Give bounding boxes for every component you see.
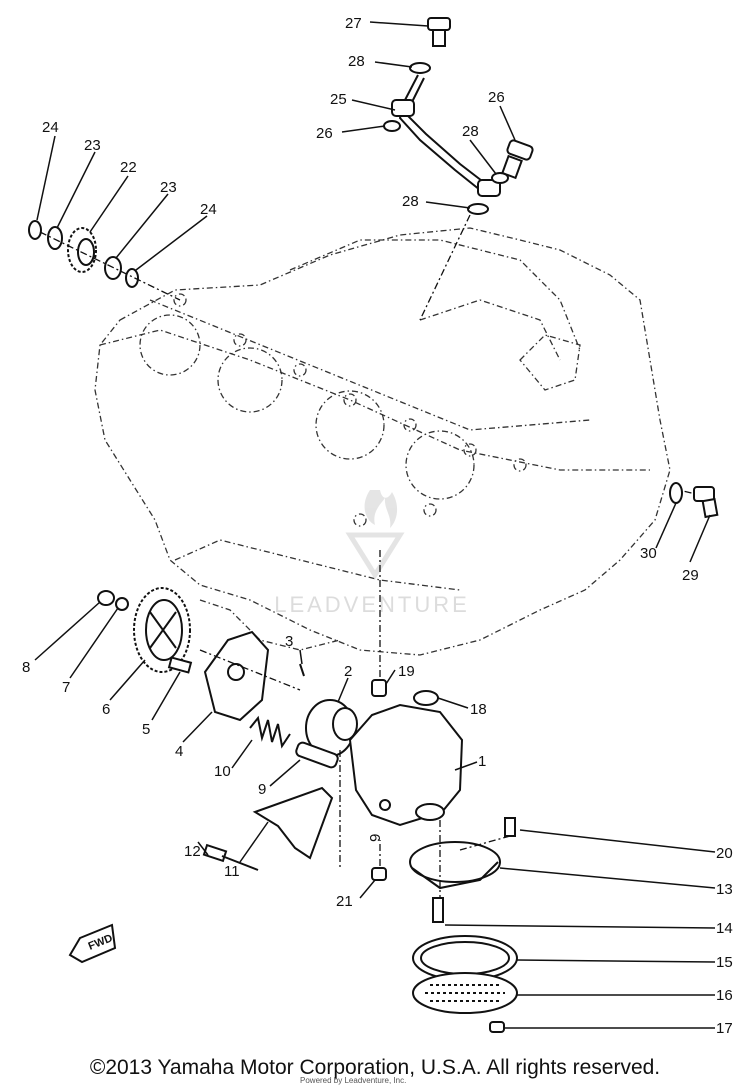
callout-13: 13 [716,881,733,898]
callout-9-a: 9 [258,781,266,798]
callout-8: 8 [22,659,30,676]
powered-by-note: Powered by Leadventure, Inc. [300,1076,407,1085]
callout-19: 19 [398,663,415,680]
callout-28-b: 28 [462,123,479,140]
callout-17: 17 [716,1020,733,1037]
callout-23-a: 23 [84,137,101,154]
callout-11: 11 [224,863,240,880]
crankcase-outline [94,227,671,656]
oil-pump-assembly [97,482,719,1033]
callout-23-b: 23 [160,179,177,196]
callout-14: 14 [716,920,733,937]
callout-3: 3 [285,633,293,650]
callout-6: 6 [102,701,110,718]
callout-26-a: 26 [316,125,333,142]
callout-28-c: 28 [402,193,419,210]
drive-gear-set [28,220,181,301]
callout-2: 2 [344,663,352,680]
callout-21: 21 [336,893,353,910]
callout-labels: 27 28 25 26 26 28 28 24 23 22 23 24 8 7 … [22,15,733,1037]
callout-25: 25 [330,91,347,108]
callout-12: 12 [184,843,201,860]
watermark: LEADVENTURE [274,490,470,617]
callout-22: 22 [120,159,137,176]
callout-27: 27 [345,15,362,32]
callout-4: 4 [175,743,183,760]
callout-24-a: 24 [42,119,59,136]
callout-16: 16 [716,987,733,1004]
callout-15: 15 [716,954,733,971]
oil-delivery-pipe [383,17,534,321]
callout-18: 18 [470,701,487,718]
leader-lines [34,21,716,1029]
callout-10: 10 [214,763,231,780]
callout-30: 30 [640,545,657,562]
callout-28-a: 28 [348,53,365,70]
callout-1: 1 [478,753,486,770]
callout-29: 29 [682,567,699,584]
copyright-notice: ©2013 Yamaha Motor Corporation, U.S.A. A… [89,1056,661,1079]
callout-9-b: 9 [367,834,384,842]
callout-24-b: 24 [200,201,217,218]
callout-5: 5 [142,721,150,738]
callout-20: 20 [716,845,733,862]
callout-26-b: 26 [488,89,505,106]
fwd-arrow-tag: FWD [68,923,117,964]
callout-7: 7 [62,679,70,696]
watermark-text: LEADVENTURE [274,592,470,617]
